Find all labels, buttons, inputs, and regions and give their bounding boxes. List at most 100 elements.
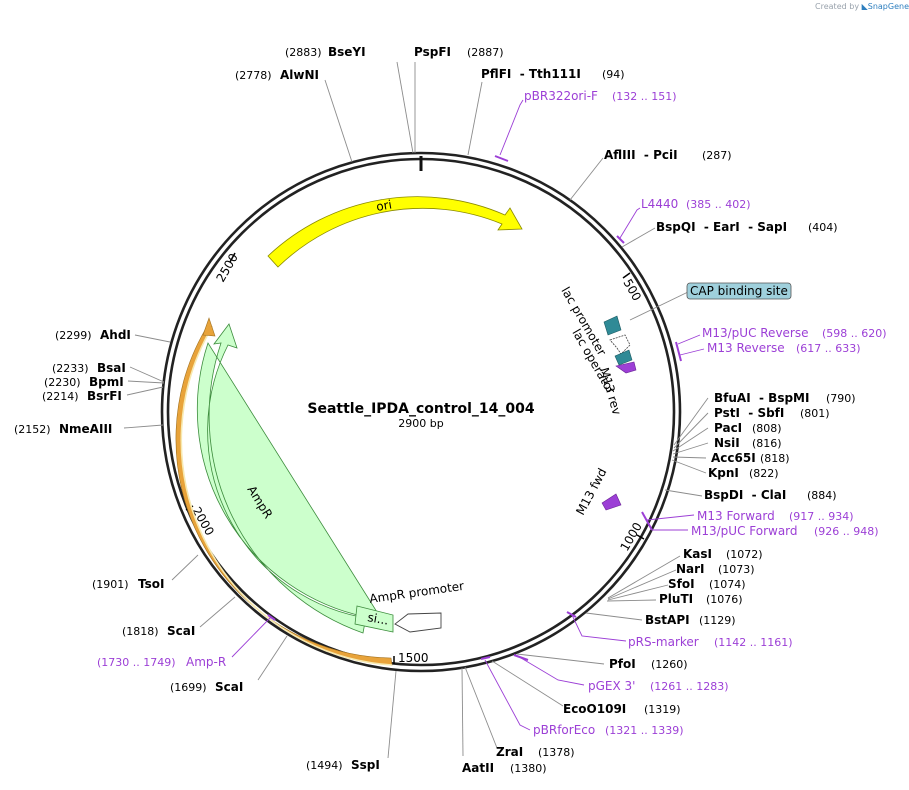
- bstapi-leader: [585, 612, 643, 621]
- ecoo109i-position: (1319): [644, 703, 681, 716]
- ahdi-name[interactable]: AhdI: [100, 328, 131, 342]
- kasi-name[interactable]: KasI: [683, 547, 712, 561]
- sfoi-name[interactable]: SfoI: [668, 577, 695, 591]
- signal-feature[interactable]: [354, 605, 394, 633]
- bsrfi-name[interactable]: BsrFI: [87, 389, 122, 403]
- tick-1000-mark: [636, 534, 645, 540]
- pluti-name[interactable]: PluTI: [659, 592, 693, 606]
- bstapi-position: (1129): [699, 614, 736, 627]
- bsai-leader: [129, 366, 165, 383]
- sspi-name[interactable]: SspI: [351, 758, 380, 772]
- amp-primer-highlight: [180, 326, 393, 666]
- tsoi-name[interactable]: TsoI: [138, 577, 164, 591]
- bfuai-name[interactable]: BfuAI - BspMI: [714, 391, 809, 405]
- ampr-feature-arrow[interactable]: [196, 323, 383, 634]
- ampr-promoter-label: AmpR promoter: [368, 579, 464, 606]
- cap-binding-site-box[interactable]: [686, 282, 792, 300]
- xmni-name[interactable]: ScaI: [215, 680, 243, 694]
- ecoo109i-name[interactable]: EcoO109I: [563, 702, 626, 716]
- pgex3-name[interactable]: pGEX 3': [588, 679, 635, 693]
- m13-rev-arrow[interactable]: [615, 361, 637, 374]
- xmni-position: (1699): [170, 681, 207, 694]
- scai-name[interactable]: ScaI: [167, 624, 195, 638]
- aatii-name[interactable]: AatII: [462, 761, 494, 775]
- prs-marker-leader: [571, 614, 627, 642]
- pfoi-position: (1260): [651, 658, 688, 671]
- cap-site-feature[interactable]: [603, 315, 622, 336]
- pbr322ori-f-name[interactable]: pBR322ori-F: [524, 89, 598, 103]
- m13-puc-reverse-leader: [677, 334, 701, 345]
- bspqi-name[interactable]: BspQI - EarI - SapI: [656, 220, 787, 234]
- bsai-name[interactable]: BsaI: [97, 361, 126, 375]
- pgex3-mark: [513, 654, 529, 661]
- m13-forward-range: (917 .. 934): [789, 510, 854, 523]
- m13-fwd-arrow[interactable]: [601, 493, 622, 511]
- ampr-promoter-arrow[interactable]: [394, 612, 442, 633]
- kpni-position: (822): [749, 467, 779, 480]
- m13-puc-reverse-name[interactable]: M13/pUC Reverse: [702, 326, 809, 340]
- sfoi-position: (1074): [709, 578, 746, 591]
- ori-feature-arrow[interactable]: [267, 196, 523, 268]
- acc65i-leader: [672, 456, 707, 459]
- xmni-leader: [257, 635, 288, 681]
- bfuai-leader: [673, 397, 709, 446]
- m13-forward-mark: [641, 511, 653, 531]
- cap-leader: [629, 291, 689, 321]
- afliii-name[interactable]: AflIII - PciI: [604, 148, 678, 162]
- m13-puc-forward-name[interactable]: M13/pUC Forward: [691, 524, 798, 538]
- bpmi-name[interactable]: BpmI: [89, 375, 124, 389]
- tick-2500-label: 2500: [213, 251, 240, 284]
- nari-name[interactable]: NarI: [676, 562, 705, 576]
- alwni-name[interactable]: AlwNI: [280, 68, 319, 82]
- credit-label: Created by ◣SnapGene: [815, 2, 909, 11]
- alwni-leader: [324, 79, 353, 163]
- nari-leader: [607, 569, 677, 600]
- paci-name[interactable]: PacI: [714, 421, 742, 435]
- pfoi-name[interactable]: PfoI: [609, 657, 636, 671]
- bspdi-name[interactable]: BspDI - ClaI: [704, 488, 786, 502]
- lac-promoter-arrow[interactable]: [609, 334, 631, 355]
- m13-forward-name[interactable]: M13 Forward: [697, 509, 775, 523]
- l4440-name[interactable]: L4440: [641, 197, 678, 211]
- pfoi-leader: [516, 653, 605, 665]
- tick-500-mark: [622, 272, 631, 279]
- kpni-name[interactable]: KpnI: [708, 466, 739, 480]
- bsai-position: (2233): [52, 362, 89, 375]
- bstapi-name[interactable]: BstAPI: [645, 613, 690, 627]
- sfoi-leader: [607, 584, 669, 601]
- amp-r-name[interactable]: Amp-R: [186, 655, 226, 669]
- pspfi-name[interactable]: PspFI: [414, 45, 451, 59]
- prs-marker-name[interactable]: pRS-marker: [628, 635, 699, 649]
- tick-1500-label: 1500: [398, 651, 429, 665]
- ahdi-position: (2299): [55, 329, 92, 342]
- pbr322ori-f-range: (132 .. 151): [612, 90, 677, 103]
- afliii-leader: [569, 157, 604, 201]
- psti-name[interactable]: PstI - SbfI: [714, 406, 784, 420]
- pbr322ori-f-mark: [494, 155, 509, 162]
- tsoi-position: (1901): [92, 578, 129, 591]
- nmeaiii-name[interactable]: NmeAIII: [59, 422, 112, 436]
- ori-label: ori: [375, 197, 393, 213]
- credit-brand: SnapGene: [867, 2, 909, 11]
- bpmi-leader: [127, 380, 165, 384]
- zrai-leader: [464, 666, 498, 749]
- m13-reverse-name[interactable]: M13 Reverse: [707, 341, 785, 355]
- amp-primer-arrowhead: [202, 317, 216, 337]
- lac-operator-feature[interactable]: [614, 349, 633, 366]
- pbrforeco-name[interactable]: pBRforEco: [533, 723, 595, 737]
- bseyi-leader: [396, 61, 414, 154]
- zrai-name[interactable]: ZraI: [496, 745, 523, 759]
- pbr322ori-f-leader: [499, 99, 524, 156]
- bseyi-name[interactable]: BseYI: [328, 45, 366, 59]
- credit-prefix: Created by: [815, 2, 860, 11]
- tsoi-leader: [171, 554, 199, 581]
- acc65i-name[interactable]: Acc65I: [711, 451, 756, 465]
- pflfi-name[interactable]: PflFI - Tth111I: [481, 67, 581, 81]
- psti-leader: [673, 412, 709, 449]
- psti-position: (801): [800, 407, 830, 420]
- aatii-leader: [461, 667, 464, 757]
- pluti-position: (1076): [706, 593, 743, 606]
- m13-puc-reverse-mark: [675, 341, 682, 362]
- primer-sites: pBR322ori-F (132 .. 151) L4440 (385 .. 4…: [97, 89, 887, 737]
- nsii-name[interactable]: NsiI: [714, 436, 740, 450]
